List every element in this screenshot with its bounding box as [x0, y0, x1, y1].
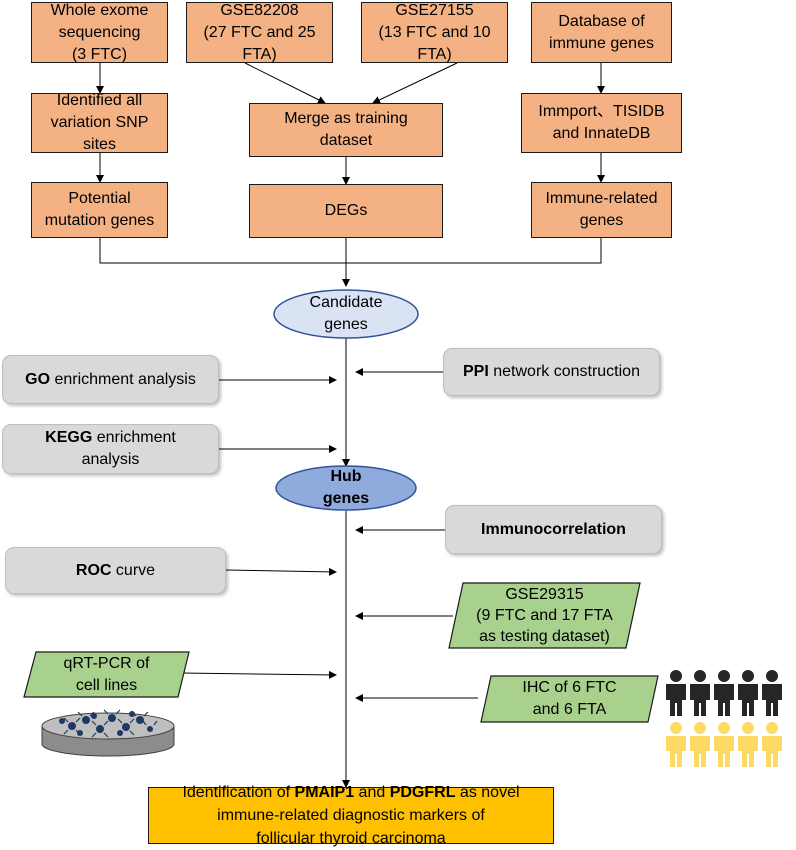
immune-related-box: Immune-related genes	[531, 182, 672, 238]
gse29315-line-2: (9 FTC and 17 FTA	[476, 607, 613, 624]
merge-box: Merge as training dataset	[249, 103, 443, 157]
merge-line-1: Merge as training	[284, 110, 408, 127]
candidate-line-1: Candidate	[309, 294, 383, 311]
dbs-line-2: and InnateDB	[552, 125, 651, 142]
petri-dish-icon	[41, 709, 175, 757]
dbs-line-1: Immport、TISIDB	[538, 103, 665, 120]
qrtpcr-line-2: cell lines	[75, 676, 138, 694]
immunocorrelation-label: Immunocorrelation	[481, 520, 626, 538]
kegg-label-1: KEGG enrichment	[45, 427, 176, 449]
final-line-2: immune-related diagnostic markers of	[217, 807, 485, 824]
hub-oval	[275, 465, 417, 511]
ppi-bold: PPI	[463, 363, 489, 380]
mutation-box: Potential mutation genes	[31, 182, 168, 238]
wes-line-1: Whole exome	[50, 1, 149, 19]
ppi-rest: network construction	[488, 363, 640, 380]
merge-line-2: dataset	[319, 132, 373, 149]
arrow-gse27155-to-merge	[372, 62, 458, 104]
gse29315-line-1: GSE29315	[505, 586, 584, 603]
mutation-line-2: mutation genes	[44, 212, 155, 229]
qrtpcr-label: qRT-PCR of cell lines	[30, 652, 183, 697]
candidate-genes-label: Candidate genes	[274, 290, 418, 338]
immune-db-box: Database of immune genes	[531, 2, 672, 63]
candidate-line-2: genes	[324, 316, 368, 333]
immune-db-line-2: immune genes	[549, 34, 654, 52]
degs-label: DEGs	[324, 202, 368, 219]
gse27155-line-2: (13 FTC and 10	[378, 23, 491, 41]
go-bold: GO	[25, 370, 51, 388]
kegg-label-2: analysis	[81, 451, 140, 468]
final-mid: and	[354, 784, 390, 801]
candidate-oval	[273, 289, 419, 339]
kegg-rest: enrichment	[92, 429, 176, 446]
immunocorrelation-box: Immunocorrelation	[445, 505, 662, 554]
go-rest: enrichment analysis	[50, 370, 196, 388]
arrow-gse82208-to-merge	[244, 62, 326, 104]
final-line-3: follicular thyroid carcinoma	[256, 830, 446, 847]
roc-rest: curve	[111, 561, 156, 579]
snp-line-3: sites	[83, 136, 116, 153]
immune-related-line-1: Immune-related	[545, 190, 658, 207]
gse27155-line-1: GSE27155	[395, 1, 474, 19]
roc-box: ROC curve	[5, 547, 226, 594]
qrtpcr-line-1: qRT-PCR of	[63, 654, 150, 672]
ppi-label: PPI network construction	[463, 361, 640, 383]
roc-label: ROC curve	[76, 560, 155, 582]
final-conclusion-box: Identification of PMAIP1 and PDGFRL as n…	[148, 784, 554, 847]
final-pre: Identification of	[182, 784, 295, 801]
arrow-roc	[225, 567, 337, 576]
kegg-bold: KEGG	[45, 429, 93, 446]
snp-line-2: variation SNP	[50, 114, 149, 131]
gse82208-line-1: GSE82208	[220, 1, 299, 19]
final-post: as novel	[455, 784, 520, 801]
mutation-line-1: Potential	[68, 190, 131, 207]
gse82208-line-3: FTA)	[242, 45, 277, 63]
gse82208-line-2: (27 FTC and 25	[203, 23, 316, 41]
merge-bracket	[99, 238, 602, 264]
go-label: GO enrichment analysis	[25, 369, 196, 391]
roc-bold: ROC	[75, 561, 112, 579]
ihc-label: IHC of 6 FTC and 6 FTA	[486, 676, 653, 722]
hub-line-1: Hub	[330, 468, 362, 485]
gse82208-box: GSE82208 (27 FTC and 25 FTA)	[186, 2, 333, 63]
gene-pmaip1: PMAIP1	[294, 784, 355, 801]
qrtpcr-shape	[23, 651, 190, 698]
gse29315-label: GSE29315 (9 FTC and 17 FTA as testing da…	[456, 583, 633, 648]
ppi-box: PPI network construction	[443, 348, 660, 396]
ihc-shape	[480, 675, 659, 723]
gse27155-line-3: FTA)	[417, 45, 452, 63]
immune-db-line-1: Database of	[558, 12, 645, 30]
wes-line-2: sequencing	[58, 23, 141, 41]
dbs-box: Immport、TISIDB and InnateDB	[521, 93, 682, 153]
wes-box: Whole exome sequencing (3 FTC)	[31, 2, 168, 63]
snp-box: Identified all variation SNP sites	[31, 92, 168, 153]
gene-pdgfrl: PDGFRL	[389, 784, 456, 801]
ihc-line-2: and 6 FTA	[532, 701, 607, 718]
kegg-box: KEGG enrichment analysis	[2, 424, 219, 474]
gse29315-line-3: as testing dataset)	[479, 628, 610, 645]
ihc-line-1: IHC of 6 FTC	[522, 679, 617, 696]
hub-line-2: genes	[322, 490, 370, 507]
arrow-qrtpcr	[180, 670, 337, 679]
immune-related-line-2: genes	[579, 212, 624, 229]
final-line-1: Identification of PMAIP1 and PDGFRL as n…	[182, 781, 519, 804]
go-box: GO enrichment analysis	[2, 355, 219, 404]
wes-line-3: (3 FTC)	[71, 45, 128, 63]
gse27155-box: GSE27155 (13 FTC and 10 FTA)	[361, 2, 508, 63]
connectors	[96, 62, 605, 788]
snp-line-1: Identified all	[56, 92, 143, 109]
people-group-icon	[666, 670, 782, 767]
gse29315-shape	[448, 582, 641, 649]
hub-genes-label: Hub genes	[276, 466, 416, 510]
degs-box: DEGs	[249, 184, 443, 238]
